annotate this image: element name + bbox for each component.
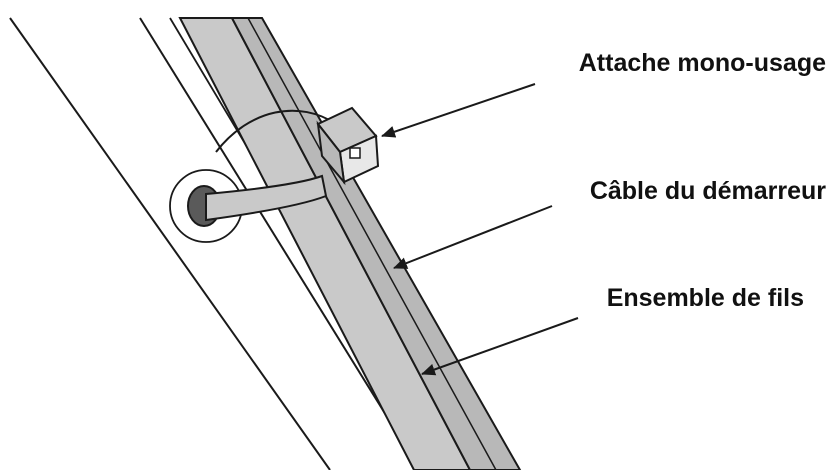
callout-arrows — [381, 83, 579, 376]
starter-cable — [230, 17, 522, 470]
tie-strap-back — [215, 109, 337, 153]
panel-inner-edge-1 — [139, 17, 421, 470]
arrow-starter-cable — [393, 205, 553, 269]
label-starter-cable: Câble du démarreur — [590, 177, 826, 205]
starter-cable-divider — [247, 17, 497, 470]
label-wire-harness: Ensemble de fils — [607, 284, 804, 312]
arrow-wire-harness — [421, 317, 579, 376]
callout-labels: Attache mono-usage Câble du démarreur En… — [579, 49, 827, 312]
arrow-tie — [381, 83, 536, 138]
tie-head-slot — [349, 147, 361, 159]
tie-head-side — [316, 120, 346, 186]
starter-cable-loop — [205, 174, 328, 222]
panel-outer-edge — [9, 17, 331, 470]
wire-harness — [178, 17, 472, 470]
label-tie: Attache mono-usage — [579, 49, 826, 77]
tie-head — [316, 106, 380, 186]
cable-bundle — [178, 17, 522, 470]
